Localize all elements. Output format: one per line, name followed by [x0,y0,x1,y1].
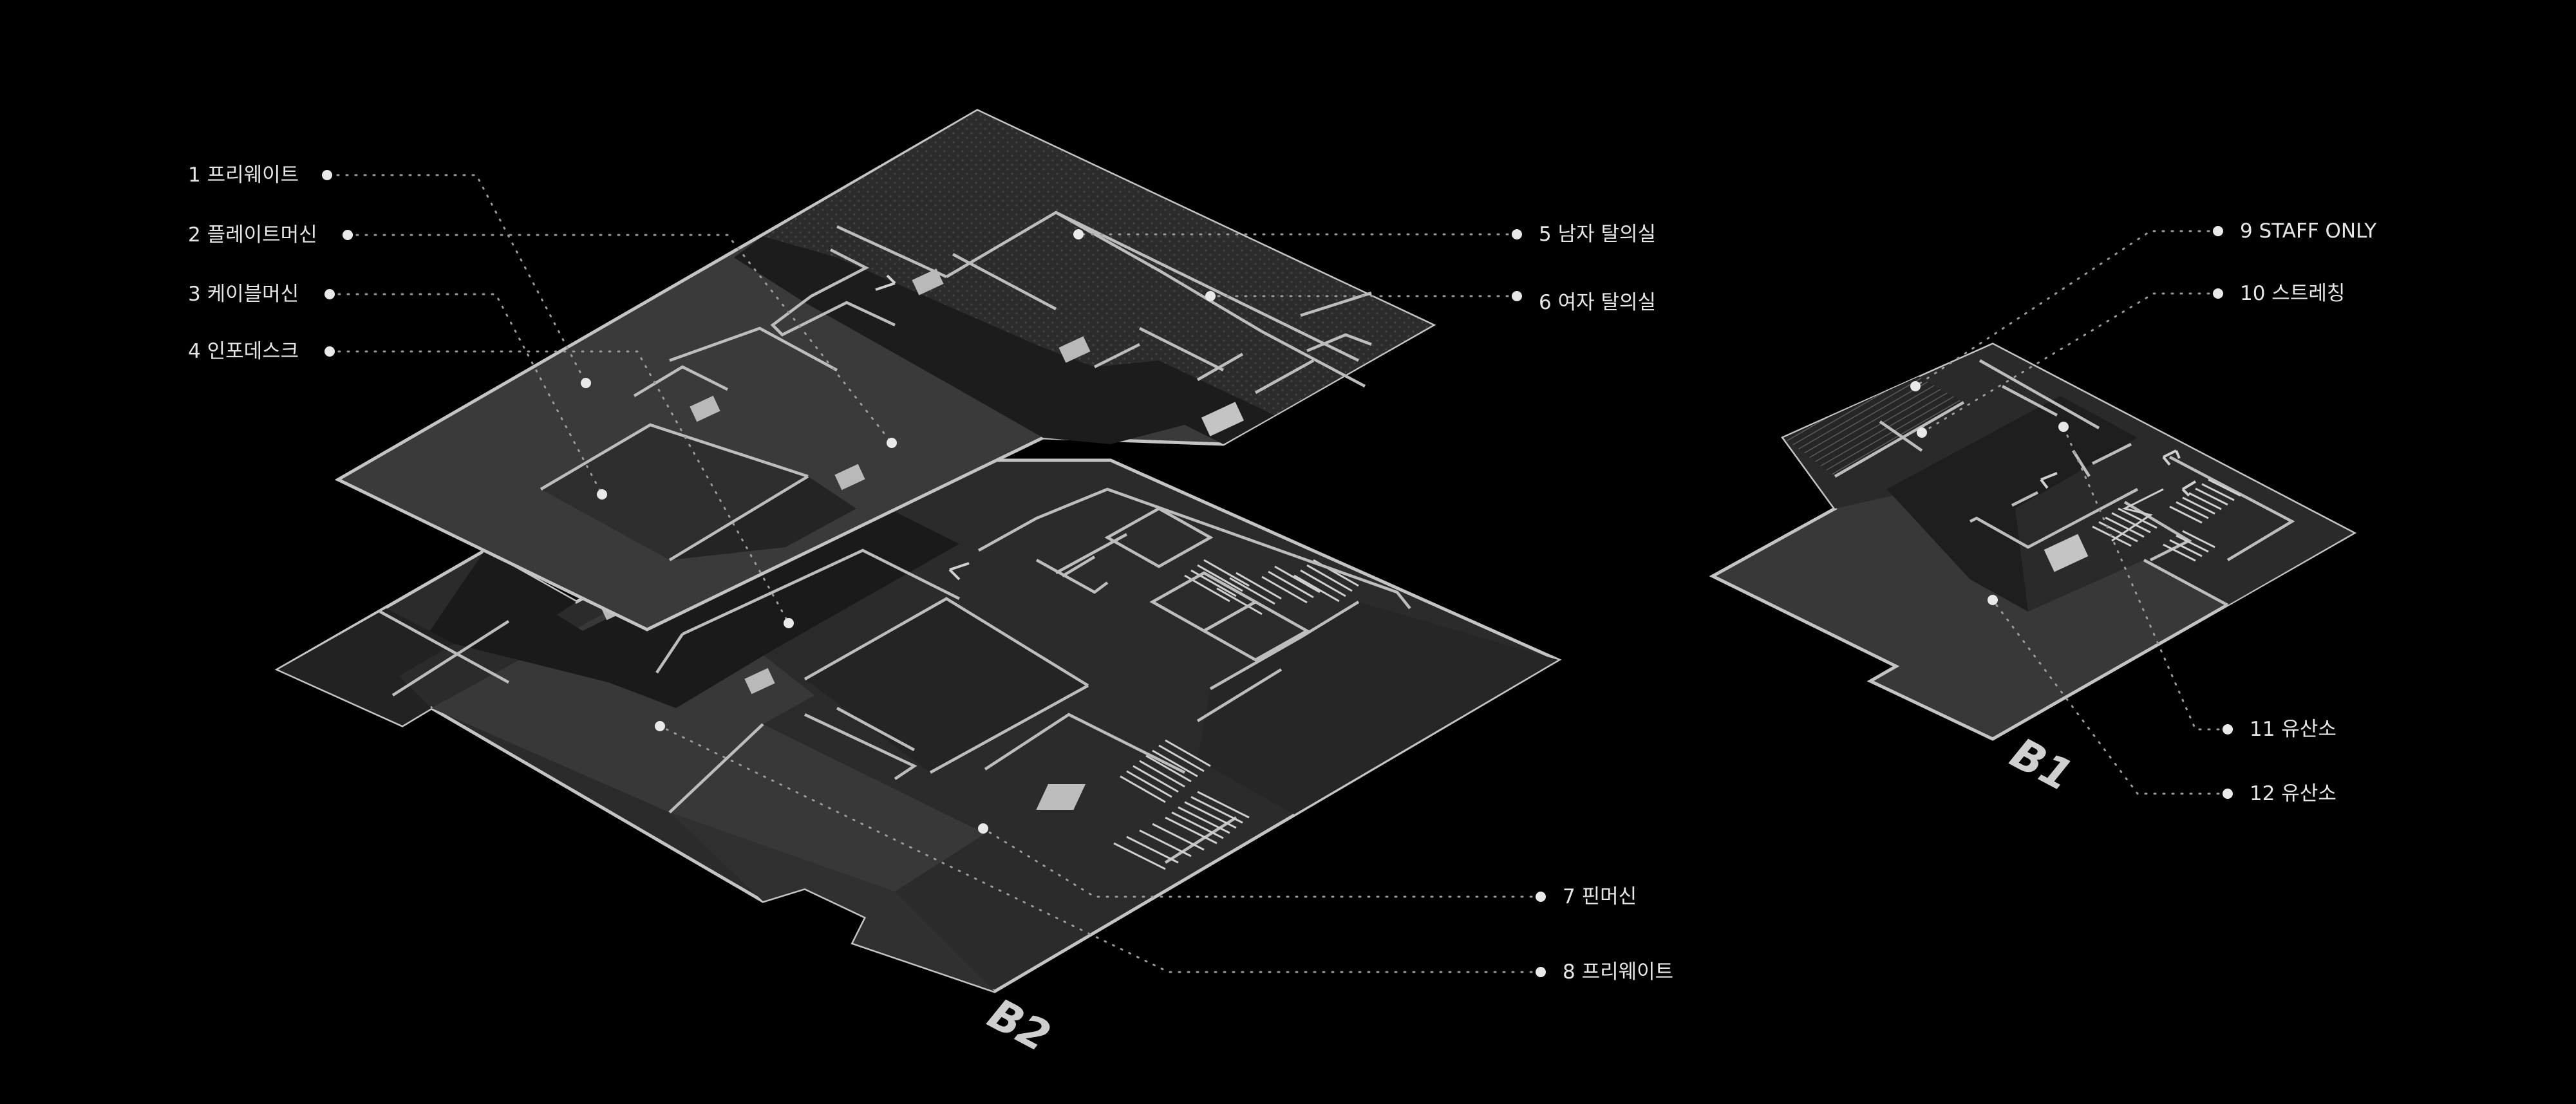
floor-b1 [1709,342,2357,741]
zone-label-2: 2 플레이트머신 [188,223,317,247]
leader-lines [327,174,2229,973]
arrow-icon [875,274,896,291]
b2-room-east [1198,602,1558,814]
zone-label-9: 9 STAFF ONLY [2240,220,2376,243]
zone-label-5: 5 남자 탈의실 [1539,223,1656,246]
marker-square [690,395,720,422]
label-dot [322,170,332,180]
arrow-icon [2181,480,2197,497]
zone-dot [2058,422,2069,432]
leader-line-7 [982,827,1542,898]
label-dot [1512,291,1522,301]
label-dots [322,170,2233,977]
zone-label-4: 4 인포데스크 [188,340,299,363]
label-dot [324,346,335,357]
zone-label-7: 7 핀머신 [1563,885,1637,908]
label-dot [1536,892,1546,902]
label-dot [343,230,353,240]
label-dot [2223,789,2233,799]
zone-label-8: 8 프리웨이트 [1563,960,1673,984]
label-dot [2213,288,2223,299]
zone-label-11: 11 유산소 [2250,718,2336,741]
marker-square [744,668,775,695]
leader-line-10 [1921,292,2219,434]
label-dot [1536,967,1546,977]
zone-labels: 1 프리웨이트 2 플레이트머신 3 케이블머신 4 인포데스크 5 남자 탈의… [188,164,2376,984]
zone-dot [978,823,988,834]
zone-dot [581,378,591,388]
b2-upper-dark-strip [670,476,856,560]
b2-upper-mid-room [541,425,808,560]
elevator-icon [2044,534,2089,572]
zone-label-3: 3 케이블머신 [188,283,299,306]
label-dot [1512,229,1522,239]
zone-dot [1073,229,1084,239]
label-dot [2213,226,2223,236]
leader-line-8 [659,725,1542,973]
zone-label-10: 10 스트레칭 [2240,282,2345,305]
marker-square [912,268,944,295]
zone-dot [1988,595,1998,605]
zone-label-1: 1 프리웨이트 [188,164,299,187]
zone-label-12: 12 유산소 [2250,782,2336,805]
zone-dot [655,721,665,731]
leader-line-12 [1991,599,2229,795]
leader-line-2 [346,234,893,444]
b2-dotted-area [763,111,1433,415]
stairs-icon [2092,478,2241,562]
b2-room-bottom [670,812,995,991]
zone-dot [1917,427,1927,438]
b1-hatched-area [1783,377,1964,476]
label-dot [2223,724,2233,734]
label-dot [324,289,335,299]
b2-upper-corridor [734,236,1275,444]
zone-label-6: 6 여자 탈의실 [1539,291,1656,314]
leader-line-11 [2062,426,2229,731]
zone-dot [1205,291,1216,301]
arrow-icon [2162,449,2181,466]
elevator-icon [1036,784,1086,810]
leader-line-4 [328,350,790,624]
b2-room-center [670,724,985,892]
leader-line-3 [328,293,603,496]
zigzag-stairs [2111,488,2164,542]
zone-dot [887,438,897,448]
zone-dot [1910,381,1921,391]
zone-dot [784,618,794,628]
zone-dot [597,489,607,500]
arrow-icon [2040,472,2058,489]
floor-b2-upper [334,109,1436,632]
marker-square [1201,402,1245,436]
marker-square [834,463,865,491]
arrow-icon [948,562,970,581]
b2-wing-left [278,608,454,725]
stairs-icon [1113,739,1250,870]
marker-square [1058,336,1091,363]
